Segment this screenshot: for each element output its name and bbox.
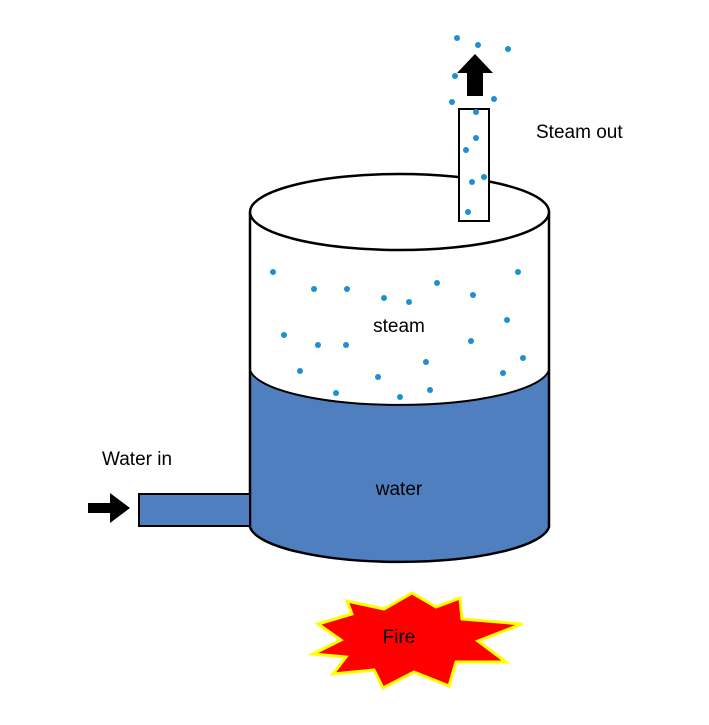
steam-droplet — [454, 35, 460, 41]
water-in-label: Water in — [102, 449, 172, 470]
tank-water-body — [250, 370, 549, 562]
steam-droplet — [333, 390, 339, 396]
steam-droplet — [470, 292, 476, 298]
steam-droplet — [473, 109, 479, 115]
steam-droplet — [315, 342, 321, 348]
water-label: water — [375, 479, 423, 500]
steam-droplet — [281, 332, 287, 338]
water-inlet-pipe — [138, 493, 251, 527]
tank-top — [248, 172, 551, 252]
fire-burst-icon — [307, 591, 523, 691]
steam-droplet — [469, 179, 475, 185]
arrow-up-icon — [457, 54, 493, 96]
steam-droplet — [515, 269, 521, 275]
fire-label: Fire — [383, 627, 416, 648]
steam-droplet — [473, 135, 479, 141]
steam-droplet — [468, 338, 474, 344]
steam-droplet — [311, 286, 317, 292]
water-surface — [249, 369, 550, 406]
steam-droplet — [475, 42, 481, 48]
steam-droplet — [500, 370, 506, 376]
steam-droplet — [463, 147, 469, 153]
steam-label: steam — [373, 316, 425, 337]
steam-droplet — [449, 99, 455, 105]
steam-droplets — [270, 35, 526, 400]
steam-droplet — [423, 359, 429, 365]
steam-droplet — [427, 387, 433, 393]
steam-droplet — [491, 96, 497, 102]
steam-droplet — [343, 342, 349, 348]
steam-droplet — [520, 355, 526, 361]
steam-droplet — [504, 317, 510, 323]
tank-outline — [248, 212, 551, 564]
steam-droplet — [381, 295, 387, 301]
steam-droplet — [397, 394, 403, 400]
steam-droplet — [297, 368, 303, 374]
steam-outlet-pipe — [458, 108, 490, 222]
steam-droplet — [406, 299, 412, 305]
arrow-right-icon — [88, 493, 130, 523]
steam-droplet — [270, 269, 276, 275]
steam-droplet — [434, 280, 440, 286]
steam-droplet — [505, 46, 511, 52]
steam-droplet — [375, 374, 381, 380]
steam-droplet — [344, 286, 350, 292]
steam-droplet — [465, 209, 471, 215]
steam-droplet — [481, 174, 487, 180]
steam-out-label: Steam out — [536, 122, 623, 143]
steam-droplet — [452, 73, 458, 79]
tank-steam-body — [250, 212, 549, 405]
